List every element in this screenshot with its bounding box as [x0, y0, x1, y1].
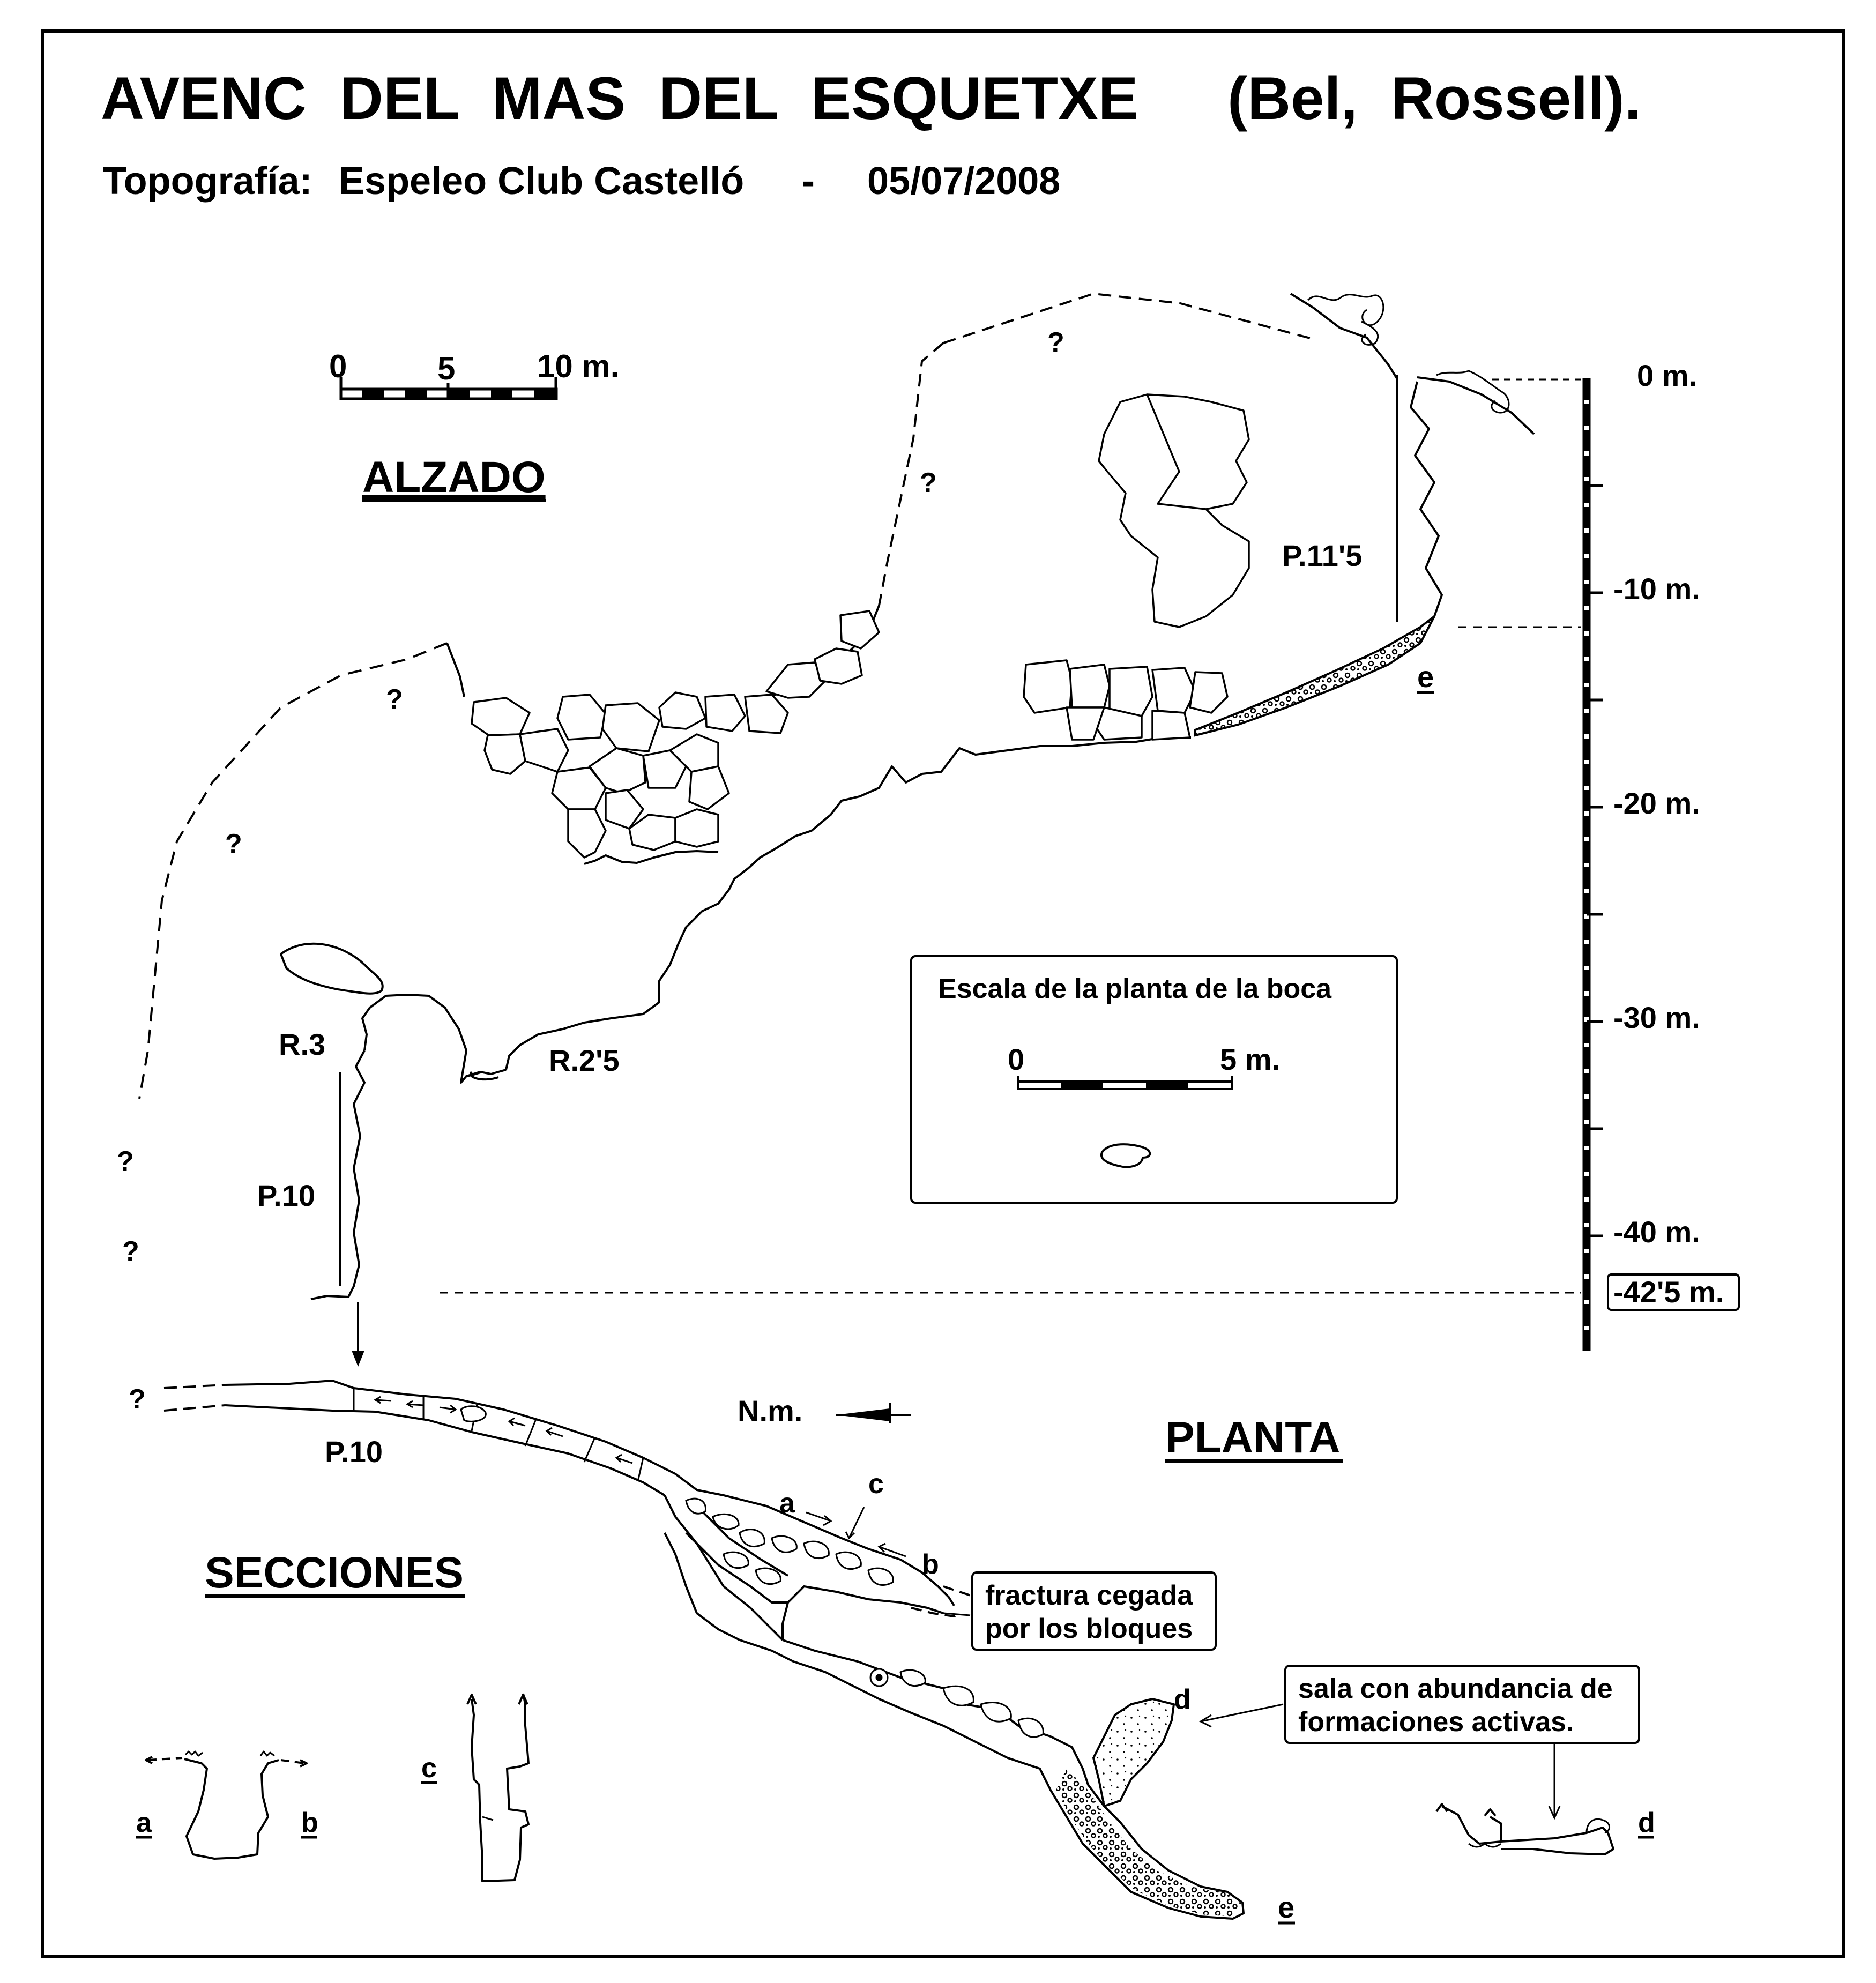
elev-unknown-5: ?: [117, 1146, 134, 1177]
header-separator: -: [802, 160, 815, 203]
plan-boulders: [460, 1405, 1044, 1738]
note-1-line-2: por los bloques: [985, 1613, 1193, 1644]
elev-unknown-3: ?: [386, 684, 403, 715]
elev-unknown-6: ?: [122, 1236, 139, 1267]
elev-point-e: e: [1417, 660, 1434, 694]
note-box-2: [1284, 1665, 1640, 1744]
depth-bottom-label: -42'5 m.: [1613, 1275, 1724, 1309]
plan-pebble-passage: [1056, 1769, 1241, 1917]
scale-mid: 5: [437, 351, 455, 386]
cross-section-d: [1435, 1803, 1614, 1855]
survey-title: AVENC DEL MAS DEL ESQUETXE: [101, 65, 1138, 132]
elevation-profile: [138, 293, 1535, 1300]
note-1-line-1: fractura cegada: [985, 1580, 1193, 1611]
note-box-1: [971, 1571, 1217, 1651]
depth-label-20: -20 m.: [1613, 786, 1700, 820]
elevation-pebble-slope: [1194, 615, 1435, 737]
note-2-line-1: sala con abundancia de: [1298, 1673, 1613, 1704]
note-2-line-2: formaciones activas.: [1298, 1706, 1574, 1738]
note-2-pointer: [1198, 1703, 1284, 1728]
scale-end: 10 m.: [537, 348, 619, 384]
plan-passage-ticks: [353, 1388, 644, 1482]
north-label: N.m.: [738, 1394, 802, 1428]
note-2-down-arrow: [1548, 1743, 1561, 1820]
plan-point-e: e: [1278, 1890, 1294, 1924]
inset-scale-bar: [1017, 1076, 1233, 1090]
cross-section-c: [466, 1693, 530, 1882]
depth-label-10: -10 m.: [1613, 572, 1700, 606]
plan-slope-arrows: [374, 1396, 633, 1464]
main-scale-bar: [339, 377, 558, 400]
depth-scale: [1582, 378, 1603, 1351]
elev-pitch-10: P.10: [257, 1179, 315, 1212]
plan-point-c: c: [868, 1468, 884, 1500]
inset-box: [910, 955, 1398, 1204]
section-label-c: c: [421, 1753, 437, 1784]
section-label-d: d: [1638, 1807, 1655, 1838]
plan-point-a: a: [779, 1488, 795, 1519]
surface-vegetation: [1307, 294, 1510, 414]
depth-label-0: 0 m.: [1637, 359, 1697, 392]
plan-section-arrows: [806, 1507, 906, 1557]
north-arrow-icon: [836, 1403, 911, 1423]
plan-pitch-10: P.10: [325, 1435, 383, 1468]
depth-label-30: -30 m.: [1613, 1001, 1700, 1034]
elev-unknown-1: ?: [1047, 327, 1064, 358]
inset-title: Escala de la planta de la boca: [938, 973, 1332, 1004]
plan-outline: [163, 1380, 1245, 1920]
survey-date: 05/07/2008: [867, 160, 1060, 203]
note-1-pointer: [943, 1612, 971, 1616]
inset-scale-end: 5 m.: [1220, 1042, 1280, 1076]
survey-location: (Bel, Rossell).: [1227, 65, 1641, 132]
plan-unknown: ?: [129, 1384, 146, 1415]
survey-club: Espeleo Club Castelló: [339, 160, 744, 203]
pitch-10-arrowhead: [352, 1351, 364, 1367]
sheet-border: [41, 29, 1845, 1958]
section-label-b: b: [301, 1807, 318, 1838]
title-secciones: SECCIONES: [205, 1548, 464, 1597]
elev-ramp-25: R.2'5: [549, 1043, 620, 1077]
elev-pitch-11: P.11'5: [1282, 539, 1362, 572]
inset-mouth-outline: [1100, 1143, 1151, 1168]
elev-unknown-2: ?: [920, 467, 937, 498]
inset-scale-zero: 0: [1008, 1042, 1024, 1076]
title-planta: PLANTA: [1165, 1413, 1340, 1462]
elev-ramp-3: R.3: [279, 1027, 325, 1061]
survey-label: Topografía:: [103, 160, 312, 203]
plan-point-b: b: [922, 1549, 939, 1580]
elev-unknown-4: ?: [225, 829, 242, 860]
plan-point-d: d: [1174, 1684, 1191, 1715]
elevation-boulders: [471, 393, 1250, 859]
depth-label-40: -40 m.: [1613, 1215, 1700, 1249]
scale-zero: 0: [329, 348, 347, 384]
cross-section-ab: [145, 1750, 308, 1860]
title-alzado: ALZADO: [362, 453, 546, 502]
depth-bottom-box: [1607, 1273, 1740, 1311]
section-label-a: a: [136, 1807, 152, 1838]
